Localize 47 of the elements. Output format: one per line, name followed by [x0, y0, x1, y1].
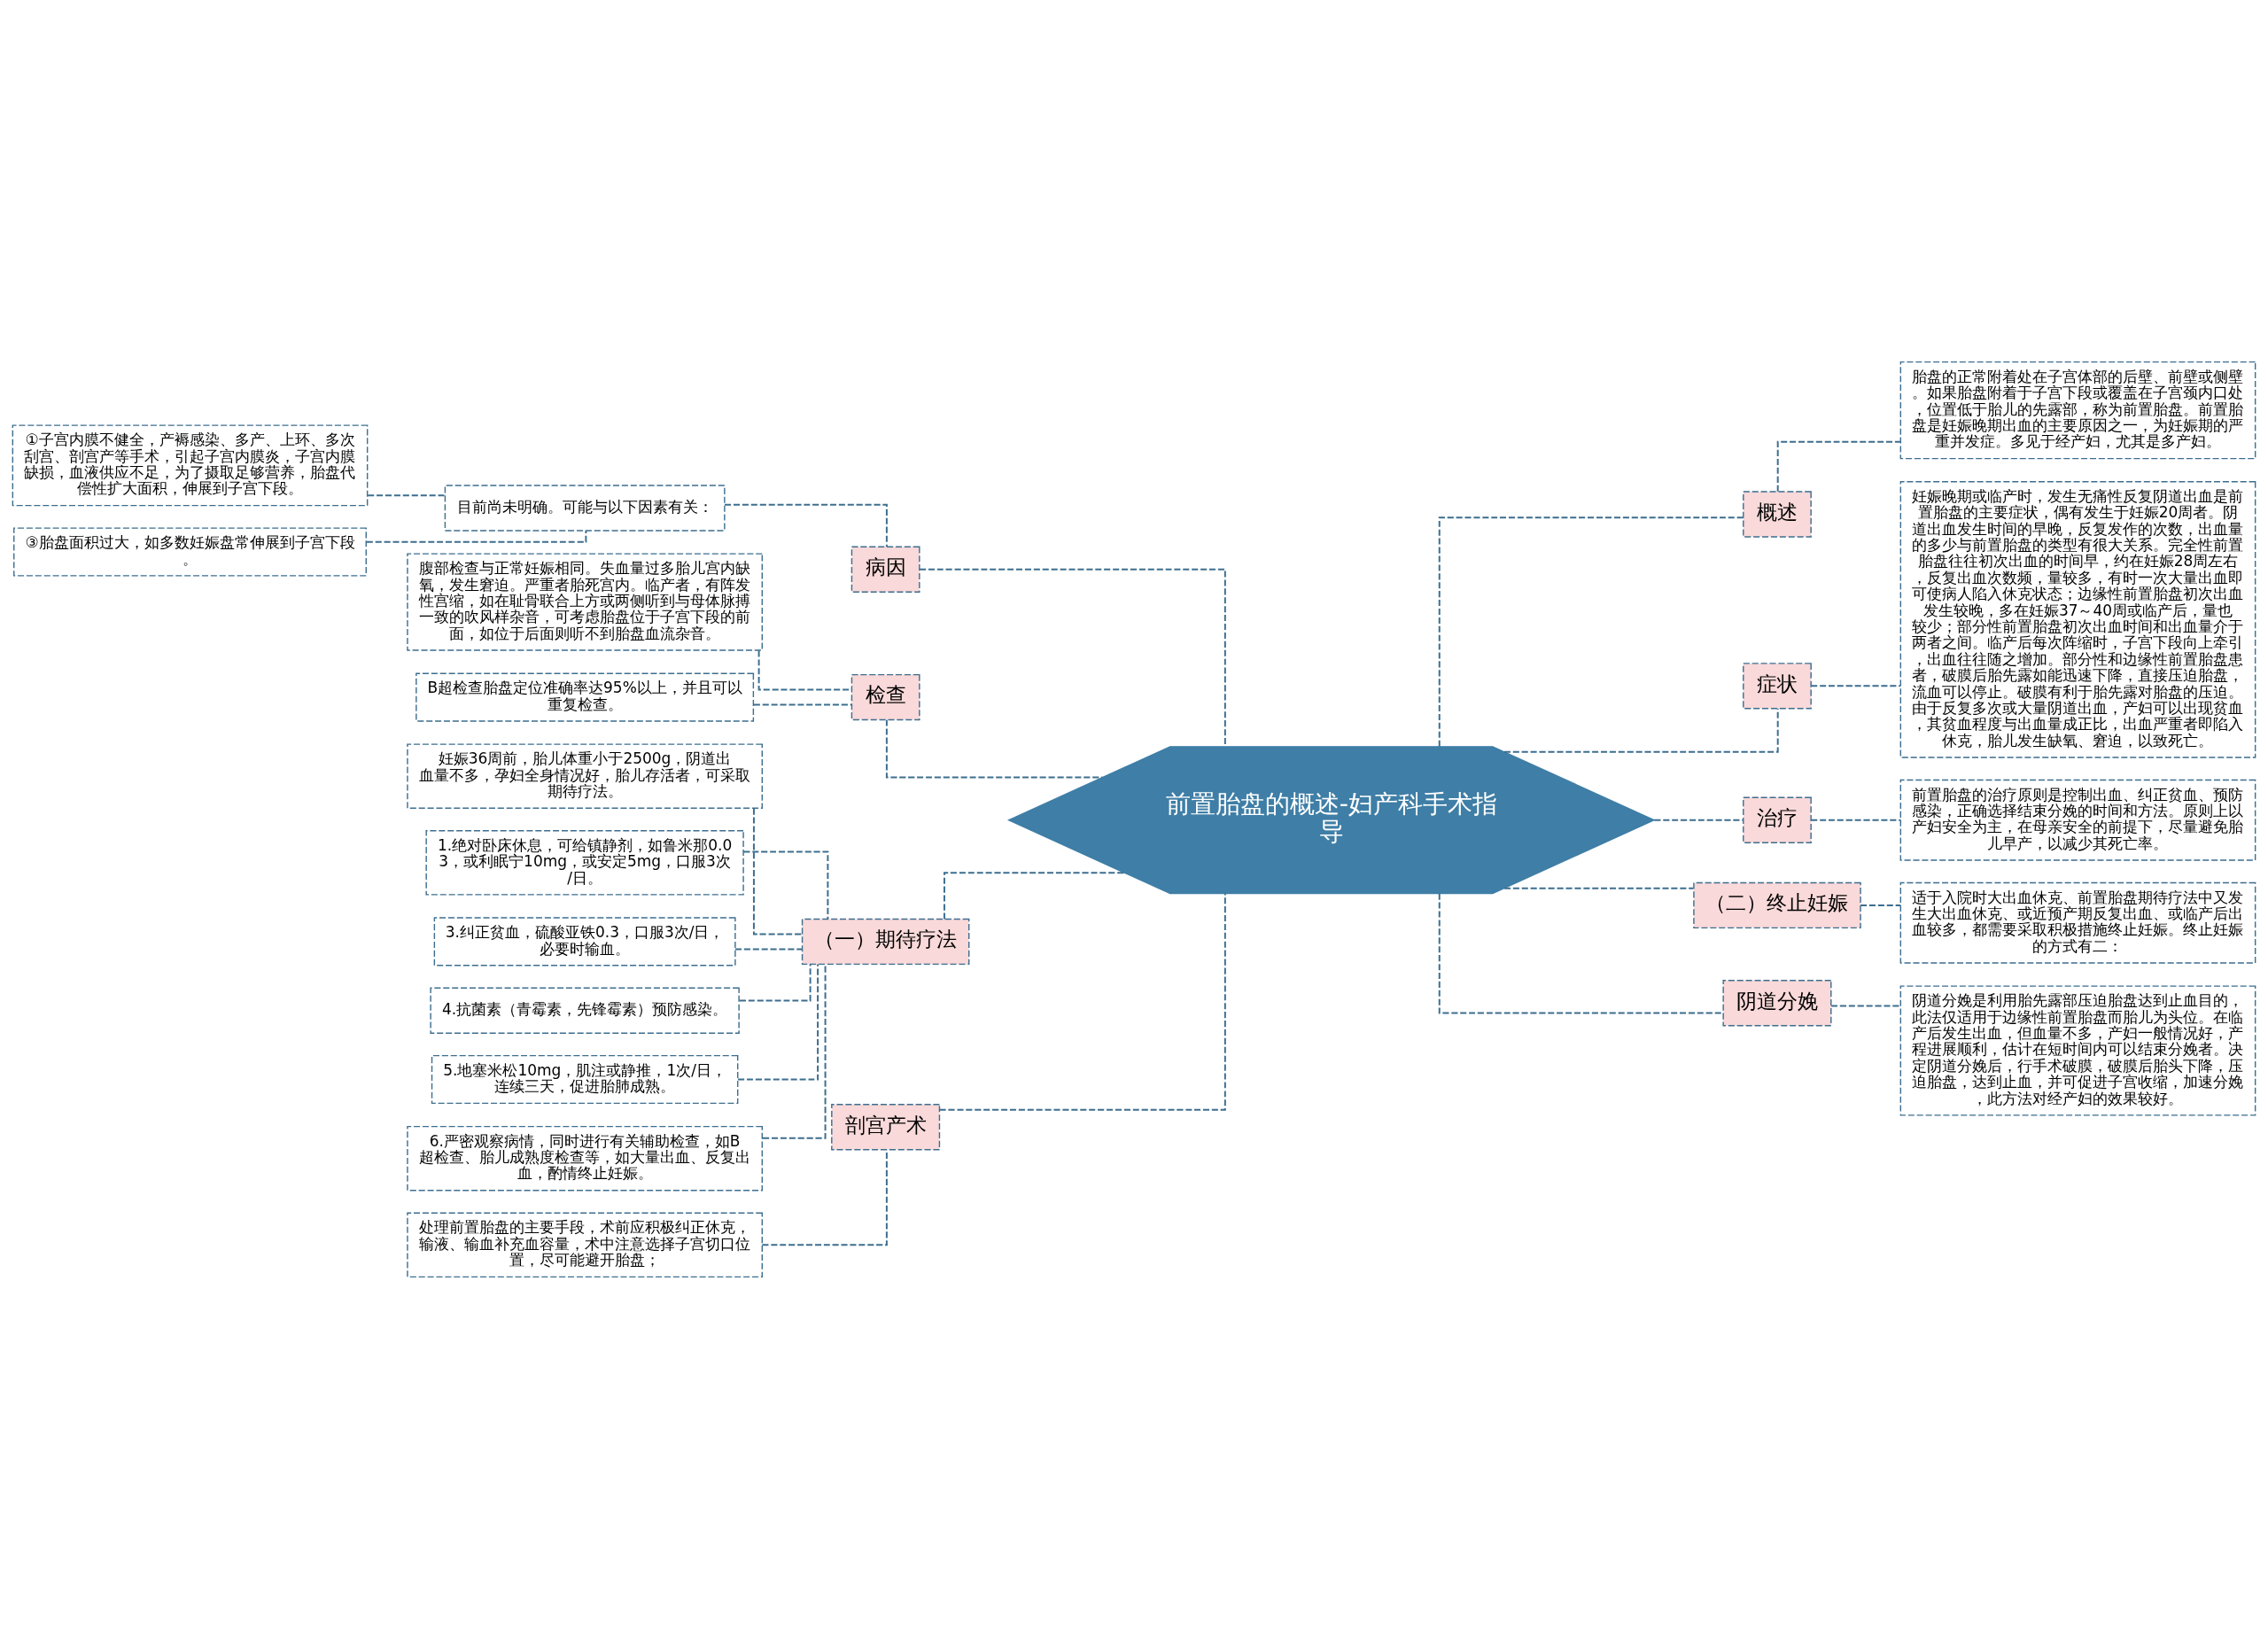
connector: [1503, 887, 1695, 889]
connector: [752, 807, 804, 935]
node-box: 目前尚未明确。可能与以下因素有关：: [444, 484, 726, 532]
connector: [1810, 819, 1902, 821]
connector: [365, 529, 587, 543]
node-box: ①子宫内膜不健全，产褥感染、多产、上环、多次刮宫、剖宫产等手术，引起子宫内膜炎，子宫内膜缺损，血液供应不足，为了摄取足够营养，胎盘代偿性扩大面积，伸展到子宫下段。: [12, 423, 369, 506]
connector: [367, 493, 446, 496]
node-box: 症状: [1743, 662, 1812, 709]
node-box: 阴道分娩: [1722, 979, 1832, 1026]
node-box: 胎盘的正常附着处在子宫体部的后壁、前壁或侧壁。如果胎盘附着于子宫下段或覆盖在子宫颈内口处，位置低于胎儿的先露部，称为前置胎盘。前置胎盘是妊娠晚期出血的主要原因之一，为妊娠期的严重并发症。多见于经产妇，尤其是多产妇。: [1899, 361, 2256, 459]
connector: [752, 703, 853, 706]
node-box: 治疗: [1743, 796, 1812, 843]
node-box: 处理前置胎盘的主要手段，术前应积极纠正休克，输液、输血补充血容量，术中注意选择子宫切口位置，尽可能避开胎盘；: [407, 1212, 763, 1277]
connector: [742, 850, 829, 920]
connector: [738, 962, 812, 1001]
node-box: 腹部检查与正常妊娠相同。失血量过多胎儿宫内缺氧，发生窘迫。严重者胎死宫内。临产者，有阵发性宫缩，如在耻骨联合上方或两侧听到与母体脉搏一致的吹风样杂音，可考虑胎盘位于子宫下段的前面，如位于后面则听不到胎盘血流杂音。: [407, 552, 763, 651]
node-box: 病因: [850, 546, 920, 593]
node-box: （一）期待疗法: [801, 918, 970, 965]
node-box: 妊娠36周前，胎儿体重小于2500g，阴道出血量不多，孕妇全身情况好，胎儿存活者，可采取期待疗法。: [407, 742, 763, 809]
node-box: 检查: [850, 673, 920, 720]
node-box: 剖宫产术: [831, 1103, 941, 1150]
node-box: 3.纠正贫血，硫酸亚铁0.3，口服3次/日，必要时输血。: [433, 916, 736, 966]
node-box: 1.绝对卧床休息，可给镇静剂，如鲁米那0.03，或利眠宁10mg，或安定5mg，口服3次/日。: [425, 829, 744, 896]
connector: [1860, 904, 1902, 906]
node-box: 前置胎盘的治疗原则是控制出血、纠正贫血、预防感染，正确选择结束分娩的时间和方法。原则上以产妇安全为主，在母亲安全的前提下，尽量避免胎儿早产，以减少其死亡率。: [1899, 779, 2256, 861]
node-box: （二）终止妊娠: [1693, 881, 1861, 928]
connector: [943, 871, 1126, 920]
connector: [885, 718, 1104, 778]
connector: [734, 947, 804, 950]
node-box: 概述: [1743, 490, 1812, 538]
connector: [1830, 1004, 1901, 1006]
connector: [1810, 684, 1902, 687]
node-box: 阴道分娩是利用胎先露部压迫胎盘达到止血目的，此法仅适用于边缘性前置胎盘而胎儿为头位。在临产后发生出血，但血量不多，产妇一般情况好，产程进展顺利，估计在短时间内可以结束分娩者。决定阴道分娩后，行手术破膜，破膜后胎头下降，压迫胎盘，达到止血，并可促进子宫收缩，加速分娩，此方法对经产妇的效果较好。: [1899, 984, 2256, 1116]
connector: [938, 892, 1226, 1111]
node-box: 6.严密观察病情，同时进行有关辅助检查，如B超检查、胎儿成熟度检查等，如大量出血、反复出血，酌情终止妊娠。: [407, 1125, 763, 1191]
node-box: 妊娠晚期或临产时，发生无痛性反复阴道出血是前置胎盘的主要症状，偶有发生于妊娠20周者。阴道出血发生时间的早晚，反复发作的次数，出血量的多少与前置胎盘的类型有很大关系。完全性前置胎盘往往初次出血的时间早，约在妊娠28周左右，反复出血次数频，量较多，有时一次大量出血即可使病人陷入休克状态；边缘性前置胎盘初次出血发生较晚，多在妊娠37～40周或临产后，量也较少；部分性前置胎盘初次出血时间和出血量介于两者之间。临产后每次阵缩时，子宫下段向上牵引，出血往往随之增加。部分性和边缘性前置胎盘患者，破膜后胎先露如能迅速下降，直接压迫胎盘，流血可以停止。破膜有利于胎先露对胎盘的压迫。由于反复多次或大量阴道出血，产妇可以出现贫血，其贫血程度与出血量成正比，出血严重者即陷入休克，胎儿发生缺氧、窘迫，以致死亡。: [1899, 480, 2256, 758]
connector: [1438, 516, 1744, 748]
connector: [1776, 440, 1901, 493]
node-box: B超检查胎盘定位准确率达95%以上，并且可以重复检查。: [416, 672, 755, 722]
connector: [1503, 707, 1779, 753]
connector: [1653, 819, 1744, 821]
node-box: 适于入院时大出血休克、前置胎盘期待疗法中又发生大出血休克、或近预产期反复出血、或临产后出血较多，都需要采取积极措施终止妊娠。终止妊娠的方式有二：: [1899, 881, 2256, 964]
node-box: ③胎盘面积过大，如多数妊娠盘常伸展到子宫下段。: [13, 526, 367, 577]
connector: [736, 963, 819, 1081]
node-box: 4.抗菌素（青霉素，先锋霉素）预防感染。: [430, 987, 740, 1034]
connector: [724, 503, 888, 547]
node-box: 5.地塞米松10mg，肌注或静推，1次/日，连续三天，促进胎肺成熟。: [431, 1054, 739, 1104]
